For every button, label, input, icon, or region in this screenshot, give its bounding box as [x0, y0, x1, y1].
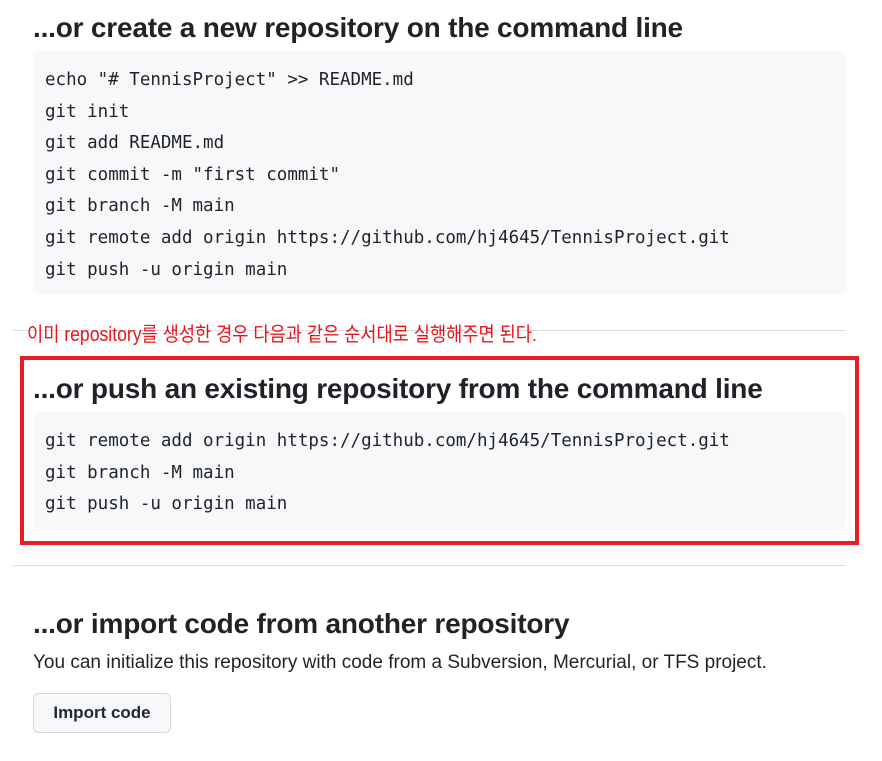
section-divider	[13, 330, 846, 331]
import-description: You can initialize this repository with …	[33, 652, 767, 673]
code-line: git add README.md	[45, 133, 225, 154]
code-line: git commit -m "first commit"	[45, 164, 341, 185]
create-repo-heading: ...or create a new repository on the com…	[33, 12, 683, 43]
code-line: git remote add origin https://github.com…	[45, 431, 730, 451]
create-repo-code-block[interactable]: echo "# TennisProject" >> README.md git …	[33, 51, 846, 294]
push-repo-code-block[interactable]: git remote add origin https://github.com…	[33, 412, 846, 529]
section-divider	[13, 565, 846, 566]
import-code-button[interactable]: Import code	[33, 693, 171, 733]
highlight-box	[20, 356, 859, 545]
code-line: git push -u origin main	[45, 259, 288, 280]
code-line: git push -u origin main	[45, 494, 288, 515]
import-code-heading: ...or import code from another repositor…	[33, 608, 570, 639]
code-line: git branch -M main	[45, 196, 235, 217]
code-line: git branch -M main	[45, 462, 235, 483]
code-line: echo "# TennisProject" >> README.md	[45, 70, 414, 90]
code-line: git remote add origin https://github.com…	[45, 227, 730, 248]
push-repo-heading: ...or push an existing repository from t…	[33, 373, 763, 404]
annotation-note: 이미 repository를 생성한 경우 다음과 같은 순서대로 실행해주면 …	[27, 324, 537, 346]
code-line: git init	[45, 101, 130, 122]
